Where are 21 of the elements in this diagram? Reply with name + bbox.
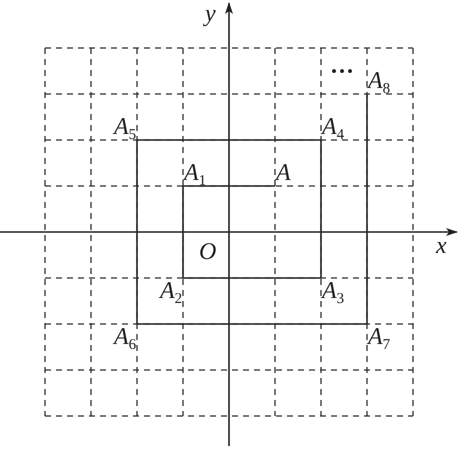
point-label: A bbox=[276, 161, 291, 185]
point-label: A$_{7}$ bbox=[368, 325, 390, 349]
path-segment bbox=[137, 139, 321, 141]
point-label: A$_{3}$ bbox=[322, 279, 344, 303]
path-segment bbox=[136, 140, 138, 324]
point-label: A$_{1}$ bbox=[184, 161, 206, 185]
point-label: A$_{8}$ bbox=[368, 69, 390, 93]
point-label: A$_{4}$ bbox=[322, 115, 344, 139]
point-label: A$_{5}$ bbox=[114, 115, 136, 139]
path-segment bbox=[366, 94, 368, 324]
path-segment bbox=[320, 140, 322, 278]
axis-label: y bbox=[205, 2, 216, 26]
path-segment bbox=[137, 323, 367, 325]
origin-label: O bbox=[199, 240, 216, 264]
axis-label: x bbox=[436, 234, 447, 258]
path-segment bbox=[183, 277, 321, 279]
ellipsis: ··· bbox=[330, 60, 354, 84]
path-segment bbox=[182, 186, 184, 278]
path-segment bbox=[183, 185, 275, 187]
point-label: A$_{2}$ bbox=[160, 279, 182, 303]
point-label: A$_{6}$ bbox=[114, 325, 136, 349]
